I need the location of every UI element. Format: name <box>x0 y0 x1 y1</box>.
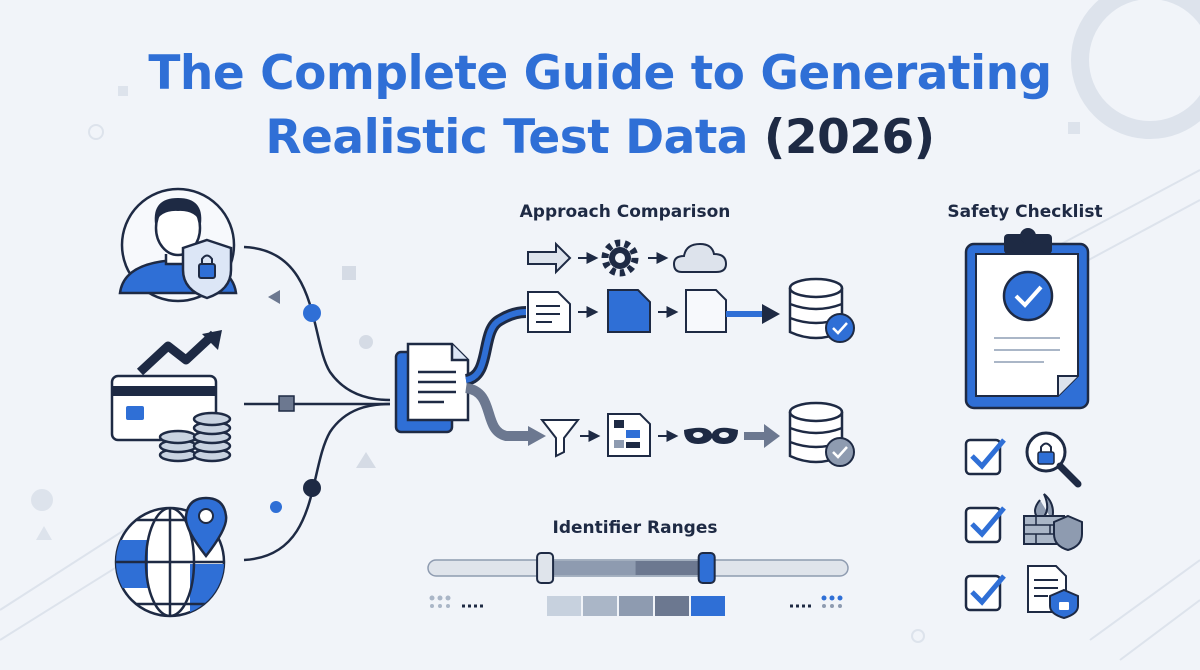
legend-swatch <box>691 596 725 616</box>
range-legend <box>547 596 725 616</box>
check-icon <box>970 438 1006 470</box>
firewall-shield-icon <box>1023 493 1083 552</box>
checklist-item[interactable] <box>964 565 1079 620</box>
legend-swatch <box>547 596 581 616</box>
checklist-item[interactable] <box>964 431 1082 488</box>
slider-handle-low[interactable] <box>536 552 555 584</box>
page-title-line-2: Realistic Test Data (2026) <box>0 110 1200 165</box>
payment-card-growth-icon <box>110 330 232 463</box>
clipboard-check-icon <box>964 228 1090 410</box>
user-shield-icon <box>118 187 238 303</box>
approach-comparison-label: Approach Comparison <box>519 202 731 222</box>
high-ellipsis <box>790 595 843 608</box>
legend-swatch <box>619 596 653 616</box>
connector-node <box>303 479 321 497</box>
database-check-icon <box>788 277 855 343</box>
safety-checklist <box>964 431 1083 620</box>
legend-swatch <box>655 596 689 616</box>
globe-location-icon <box>114 496 228 618</box>
check-icon <box>970 506 1006 538</box>
checkbox[interactable] <box>964 574 1002 612</box>
slider-handle-high[interactable] <box>697 552 716 584</box>
funnel-icon <box>539 419 581 458</box>
magnifier-lock-icon <box>1025 431 1082 488</box>
checkbox[interactable] <box>964 506 1002 544</box>
mask-icon <box>684 427 738 444</box>
arrow-icon <box>527 241 572 275</box>
document-icon <box>527 291 571 333</box>
database-check-icon <box>788 401 855 467</box>
direction-triangle <box>268 290 280 304</box>
source-connectors <box>243 245 391 562</box>
grid-document-icon <box>607 413 651 457</box>
safety-checklist-label: Safety Checklist <box>947 202 1103 222</box>
connector-node <box>278 395 295 412</box>
checkbox[interactable] <box>964 438 1002 476</box>
connector-node <box>270 501 282 513</box>
legend-swatch <box>583 596 617 616</box>
filled-document-icon <box>607 289 651 333</box>
page-title-line-1: The Complete Guide to Generating <box>148 46 1052 101</box>
low-ellipsis <box>429 595 486 608</box>
identifier-ranges-label: Identifier Ranges <box>552 518 718 538</box>
document-lock-icon <box>1027 565 1079 620</box>
hub-documents-icon <box>394 342 470 434</box>
title-main: Realistic Test Data <box>265 110 749 165</box>
cloud-icon <box>672 242 728 273</box>
branch-to-masked <box>464 383 530 441</box>
connector-node <box>303 304 321 322</box>
approach-row-2 <box>527 277 855 343</box>
identifier-range-slider[interactable] <box>427 552 849 584</box>
gear-icon <box>601 239 639 277</box>
checklist-item[interactable] <box>964 493 1083 552</box>
check-icon <box>970 574 1006 606</box>
light-document-icon <box>685 289 727 333</box>
title-year: (2026) <box>763 110 935 165</box>
approach-row-3 <box>539 401 855 467</box>
approach-row-1 <box>527 239 728 277</box>
slider-range-fill-dark <box>635 561 707 575</box>
